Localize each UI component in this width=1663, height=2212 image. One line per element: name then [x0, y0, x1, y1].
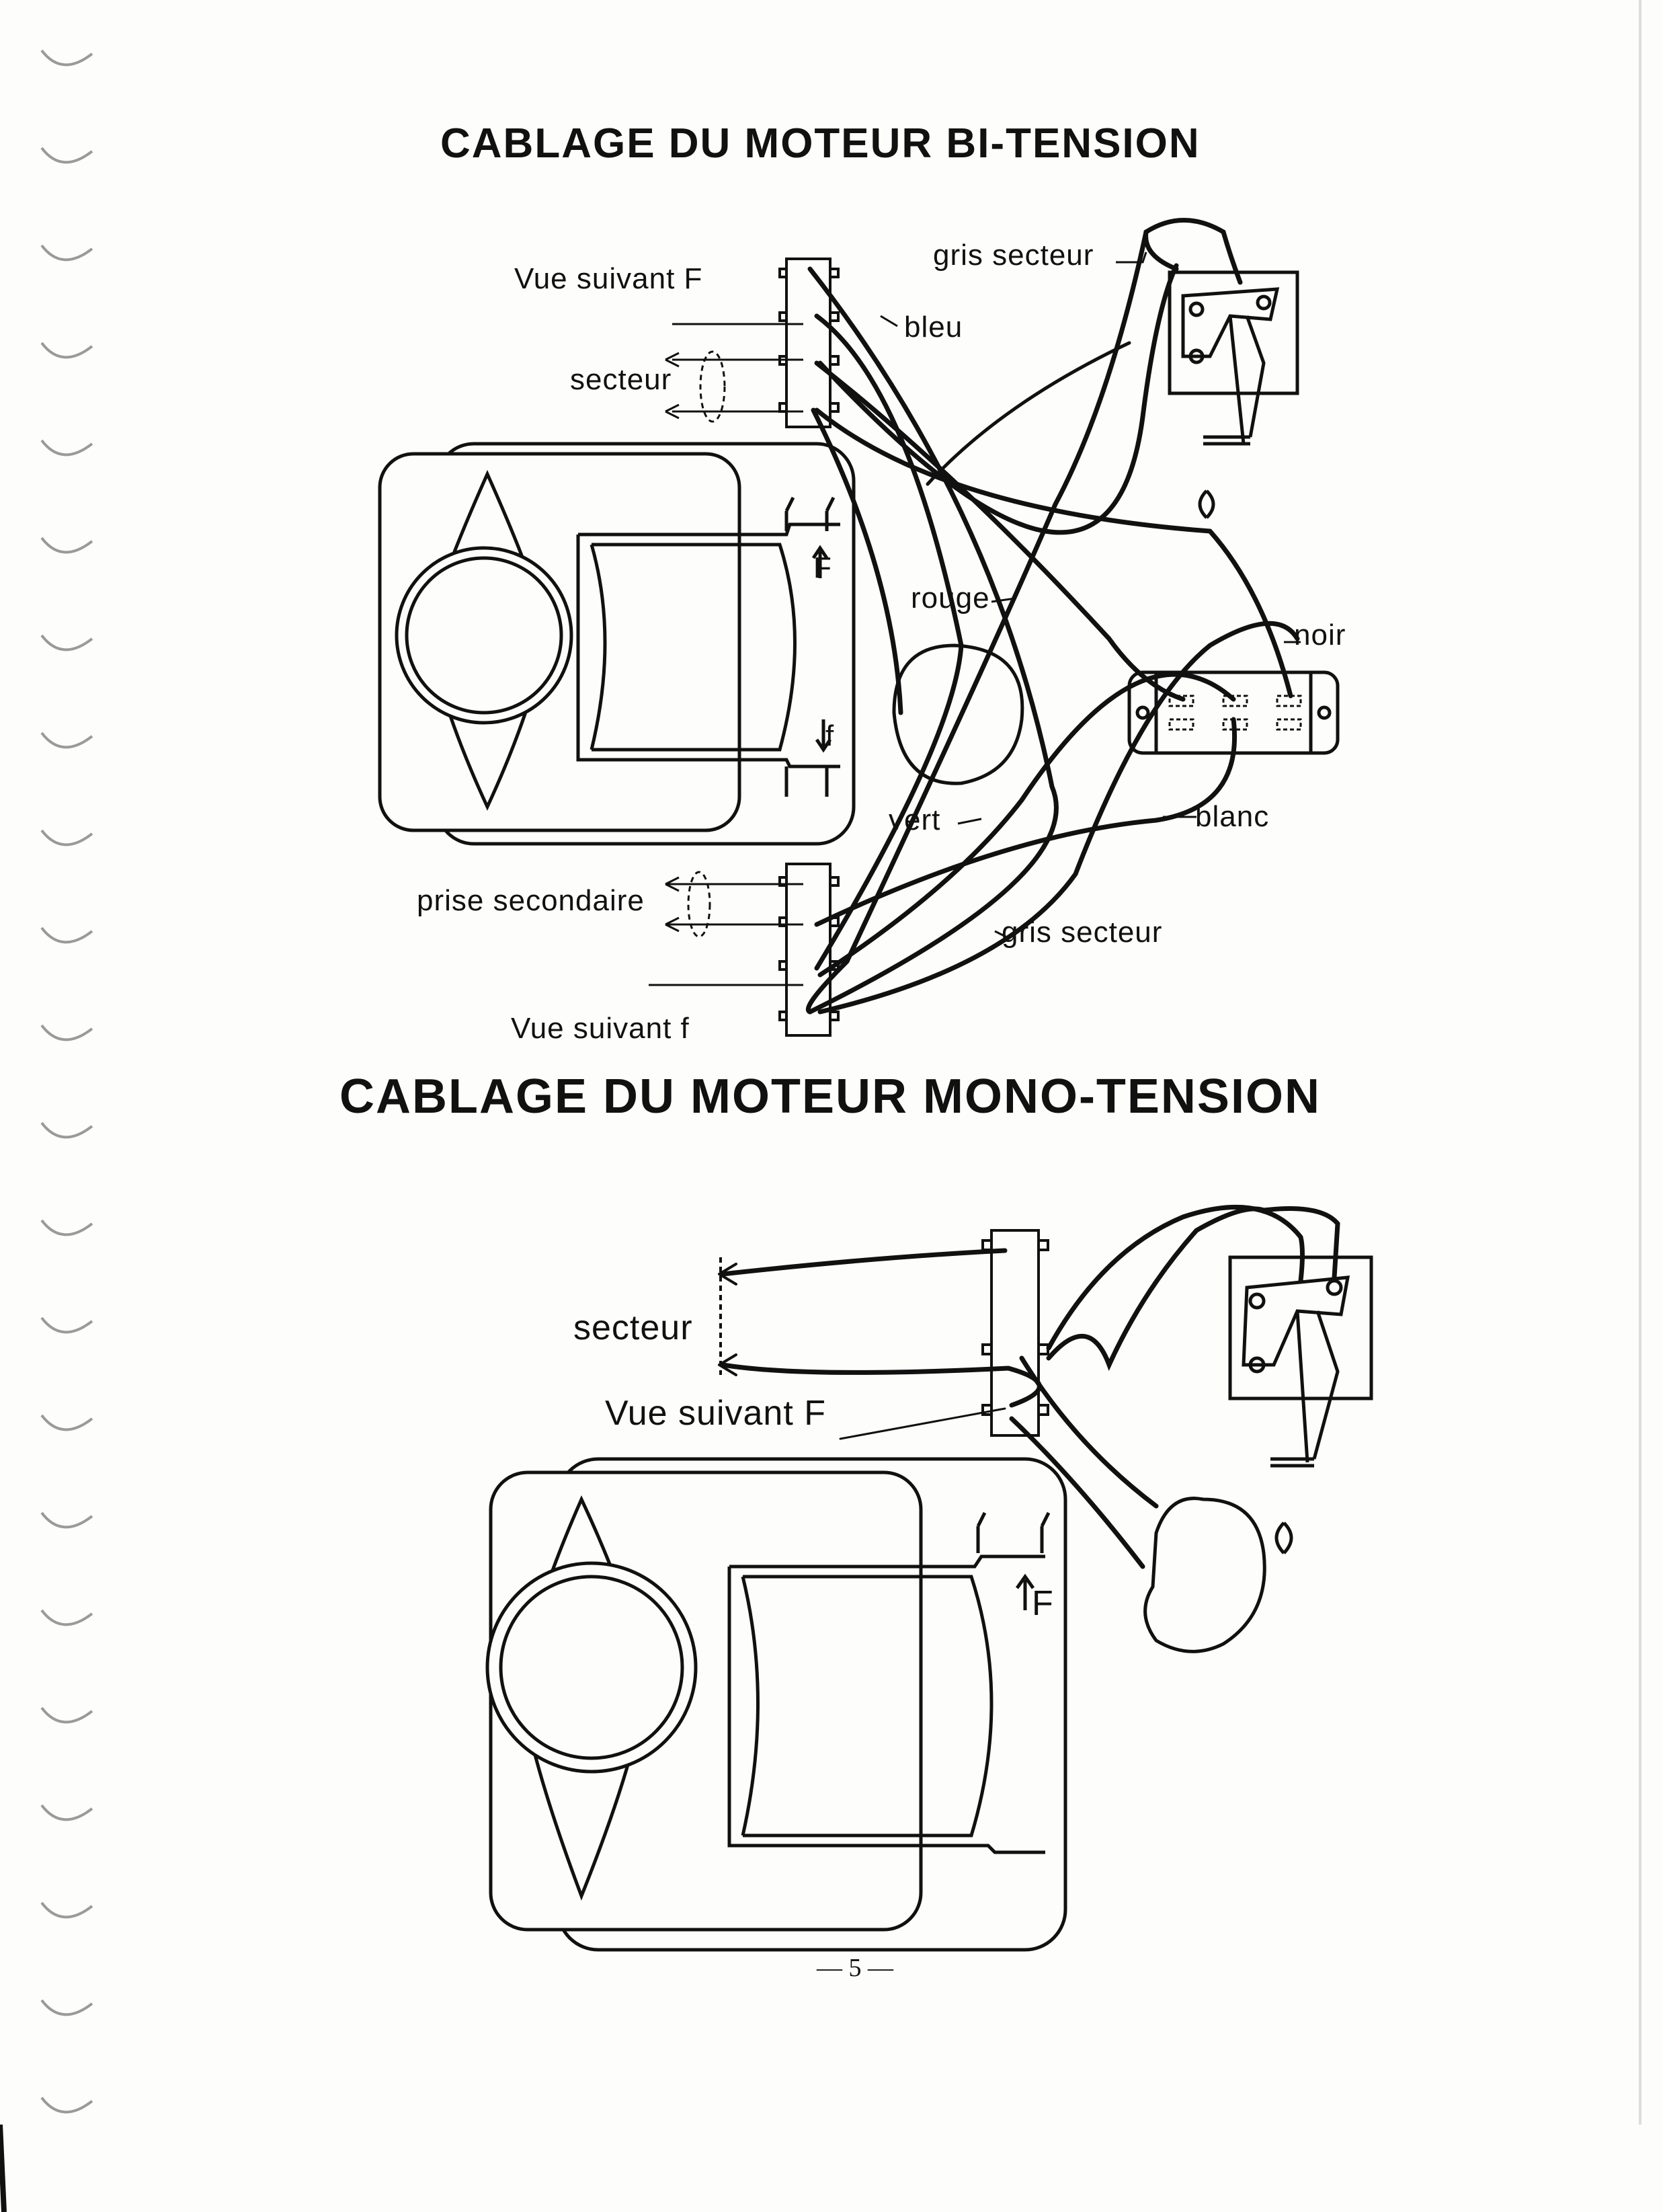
bi-motor [378, 442, 856, 846]
mono-arrow-F-label: F [1032, 1584, 1054, 1623]
bi-terminal-top [665, 258, 840, 428]
label-mains: secteur [570, 363, 672, 396]
page-number: — 5 — [817, 1954, 893, 1982]
bi-switch [1168, 270, 1299, 519]
title-mono-tension: CABLAGE DU MOTEUR MONO-TENSION [339, 1070, 1321, 1123]
binder-holes [40, 49, 93, 2114]
bi-capacitor [892, 643, 1024, 785]
bi-leader-lines [880, 251, 1301, 939]
wire-label-blue: bleu [904, 311, 963, 344]
arrow-F-label: F [813, 551, 832, 584]
label-view-f: Vue suivant f [511, 1012, 690, 1045]
label-secondary-socket: prise secondaire [417, 884, 645, 917]
mono-terminal [719, 1229, 1049, 1437]
mono-switch [1228, 1255, 1373, 1554]
title-bi-tension: CABLAGE DU MOTEUR BI-TENSION [440, 120, 1201, 167]
mono-wires [718, 1205, 1340, 1569]
mono-capacitor [1143, 1497, 1266, 1653]
bi-wires [805, 218, 1300, 1015]
mono-label-view-F: Vue suivant F [605, 1394, 827, 1433]
mono-label-mains: secteur [573, 1308, 693, 1347]
wire-label-black: noir [1294, 619, 1346, 651]
label-view-F: Vue suivant F [514, 262, 703, 295]
mono-motor [485, 1457, 1067, 1952]
wire-label-grey-top: gris secteur [933, 239, 1094, 272]
wire-label-white: blanc [1195, 800, 1270, 833]
wire-label-grey-bottom: gris secteur [1002, 916, 1163, 949]
